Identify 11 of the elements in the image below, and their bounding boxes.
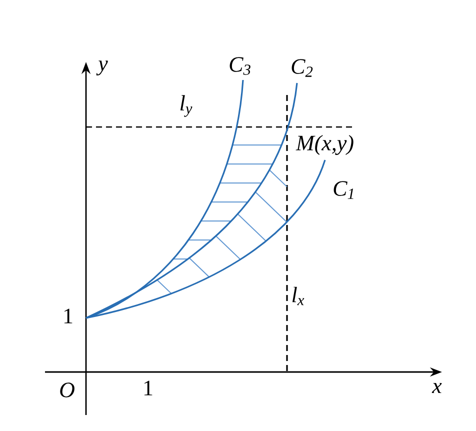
- curve-label: C$_{3}$: [230, 57, 250, 75]
- axis-label: y: [96, 60, 108, 76]
- curve-label: C$_{2}$: [292, 59, 313, 77]
- tick-label: 1: [144, 380, 152, 396]
- origin-label: O: [60, 382, 74, 398]
- line-label: l$_{y}$: [180, 95, 192, 117]
- axis-label: x: [432, 382, 442, 394]
- point-label: M(x,y): [296, 135, 354, 155]
- curve-label: C$_{1}$: [334, 181, 354, 199]
- tick-label: 1: [64, 308, 72, 324]
- line-label: l$_{x}$: [292, 286, 304, 306]
